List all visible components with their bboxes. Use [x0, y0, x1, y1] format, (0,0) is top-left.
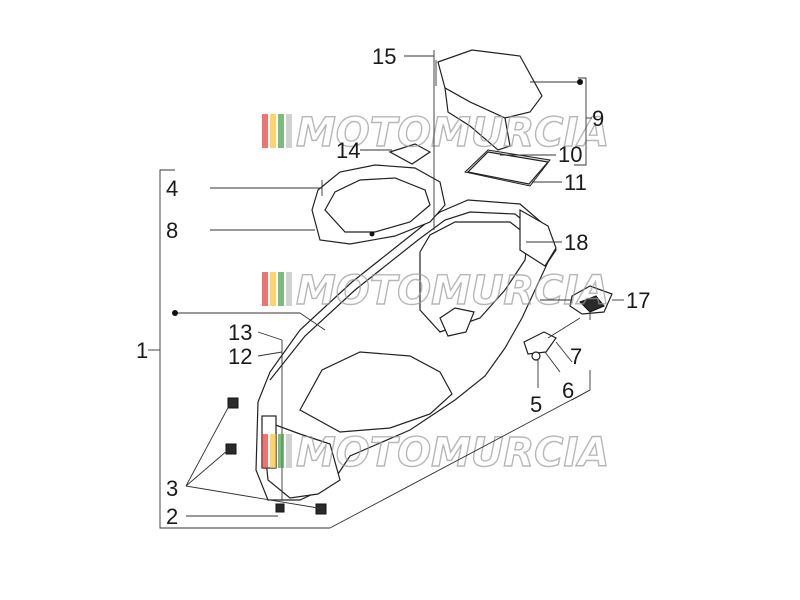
watermark-text: MOTOMURCIA: [296, 110, 609, 156]
callout-1: 1: [136, 338, 148, 363]
watermark-middle: MOTOMURCIA: [262, 267, 610, 315]
callout-6: 6: [562, 378, 574, 403]
callout-8: 8: [166, 218, 178, 243]
callout-2: 2: [166, 504, 178, 529]
callout-14: 14: [336, 138, 360, 163]
small-lid: [388, 143, 432, 165]
watermark-bottom: MOTOMURCIA: [262, 429, 610, 477]
callout-11: 11: [564, 170, 587, 195]
callout-10: 10: [558, 142, 582, 167]
callout-12: 12: [228, 344, 252, 369]
watermark-text: MOTOMURCIA: [296, 268, 609, 314]
toolbox: [435, 49, 543, 151]
clips: [225, 340, 327, 515]
callout-13: 13: [228, 320, 252, 345]
callout-3: 3: [166, 476, 178, 501]
callout-4: 4: [166, 176, 178, 201]
callout-5: 5: [530, 392, 542, 417]
callout-15: 15: [372, 44, 396, 69]
lock-assembly: [523, 317, 581, 361]
callout-7: 7: [570, 344, 582, 369]
watermark-text: MOTOMURCIA: [296, 430, 609, 476]
tray-lid: [463, 149, 551, 187]
leader-lines: [148, 50, 624, 529]
watermark-top: MOTOMURCIA: [262, 109, 610, 157]
callout-labels: 1 2 3 4 5 6 7 8 9 10 11 12 13 14 15 17 1…: [136, 44, 650, 529]
helmet-compartment: [255, 199, 557, 501]
callout-17: 17: [626, 288, 650, 313]
callout-18: 18: [564, 230, 588, 255]
seat-cushion: [311, 164, 446, 245]
latch-assembly: [569, 285, 613, 315]
callout-9: 9: [592, 106, 604, 131]
